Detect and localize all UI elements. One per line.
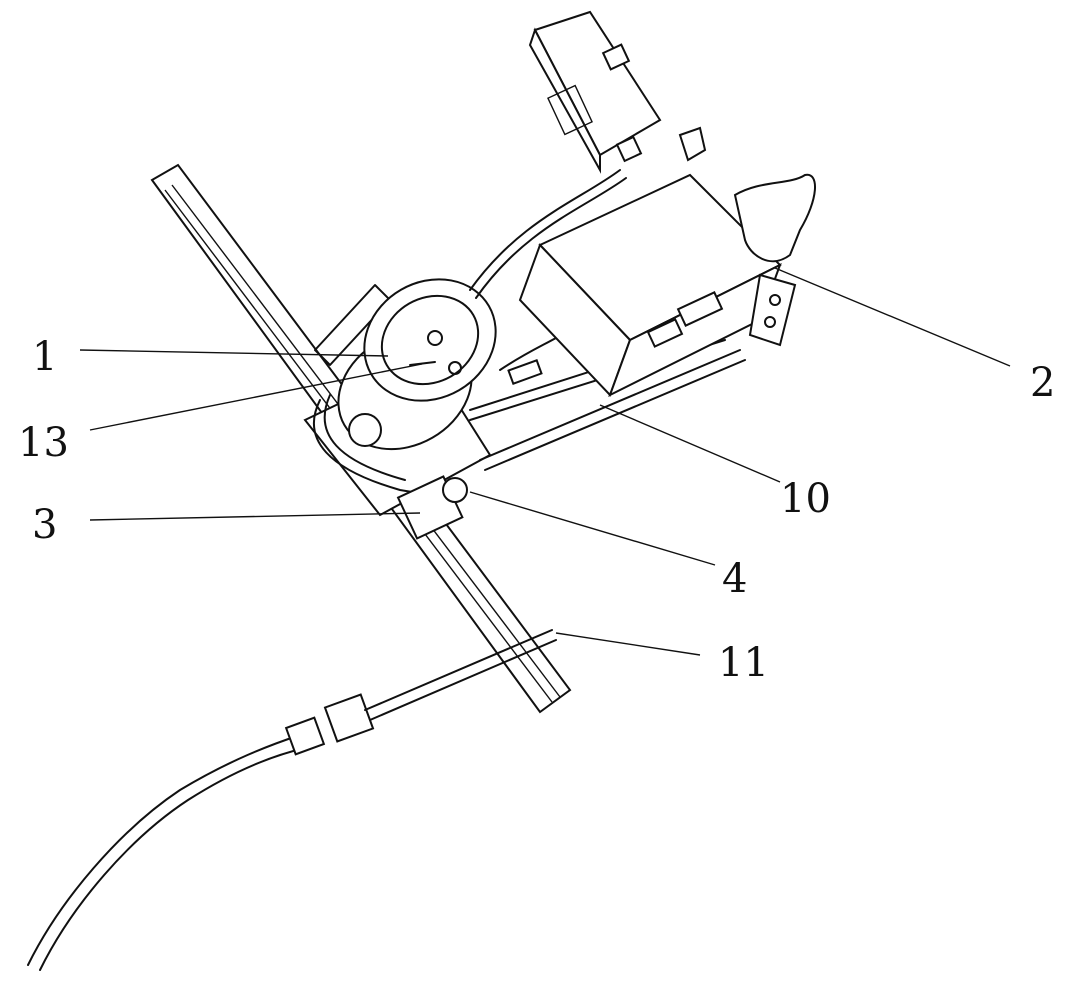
sensor-module <box>530 12 660 170</box>
label-3: 3 <box>32 502 57 548</box>
label-4: 4 <box>722 556 747 602</box>
label-10: 10 <box>780 476 831 522</box>
hose <box>28 630 556 970</box>
label-1: 1 <box>32 334 57 380</box>
control-box <box>520 128 815 395</box>
label-13: 13 <box>18 420 69 466</box>
label-2: 2 <box>1030 360 1055 406</box>
label-11: 11 <box>718 640 769 686</box>
